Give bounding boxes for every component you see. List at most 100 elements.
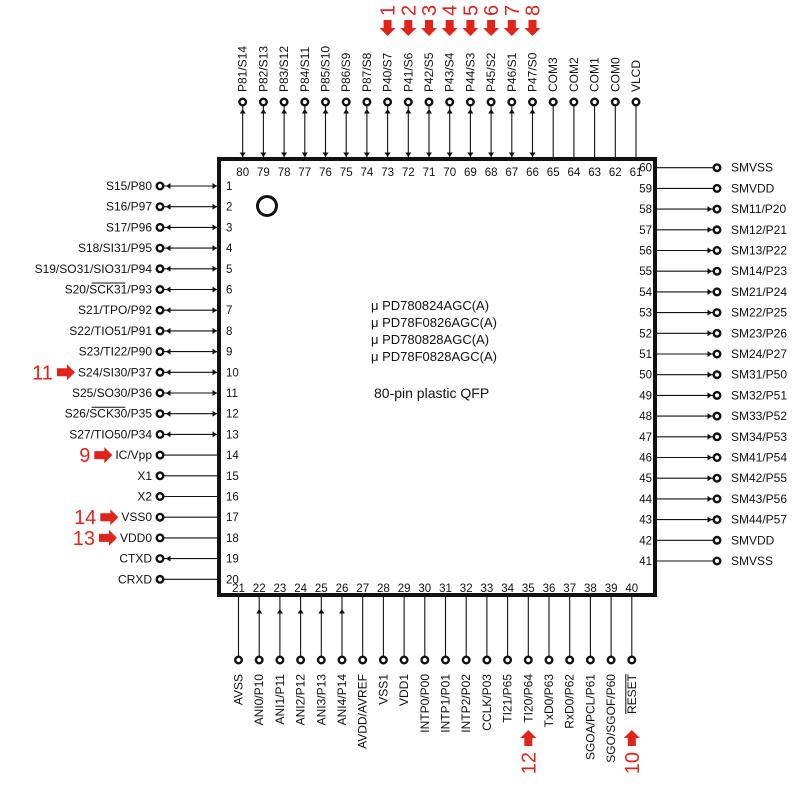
pin-name: P86/S9 — [339, 52, 353, 92]
arrow-in-icon — [446, 152, 453, 157]
pin-number: 9 — [226, 347, 232, 359]
pin-name: IC/Vpp — [115, 448, 152, 462]
arrow-out-icon — [301, 109, 308, 114]
arrow-in-icon — [384, 152, 391, 157]
pin-terminal — [296, 655, 306, 665]
pin-number: 50 — [639, 370, 652, 382]
part-number: μ PD78F0826AGC(A) — [371, 315, 497, 330]
arrow-out-icon — [707, 247, 712, 254]
pin-terminal — [590, 97, 600, 107]
pin-name: CCLK/P03 — [480, 674, 494, 731]
pin-name: SM43/P56 — [731, 492, 787, 506]
pin-name: TI21/P65 — [501, 674, 515, 723]
arrow-out-icon — [322, 109, 329, 114]
pin-terminal — [712, 266, 722, 276]
pin-terminal — [712, 411, 722, 421]
pin-name: CTXD — [119, 552, 152, 566]
callout-label: 11 — [32, 362, 53, 384]
pin-number: 56 — [639, 246, 652, 258]
arrow-out-icon — [426, 109, 432, 114]
arrow-out-icon — [281, 109, 288, 114]
pin-number: 20 — [226, 574, 239, 586]
pin-number: 14 — [226, 450, 239, 462]
pin-number: 63 — [588, 167, 601, 179]
arrow-out-icon — [707, 413, 712, 420]
arrow-in-icon — [405, 152, 412, 157]
pin-terminal — [275, 655, 285, 665]
pin-number: 53 — [639, 308, 652, 320]
callout-label: 9 — [79, 445, 90, 467]
pin-terminal — [712, 515, 722, 525]
pin-name: COM1 — [588, 57, 602, 92]
pin-name: P85/S10 — [319, 46, 333, 92]
pin-name: SM42/P55 — [731, 471, 787, 485]
pin-terminal — [712, 287, 722, 297]
part-number: μ PD780828AGC(A) — [371, 332, 490, 347]
arrow-in-icon — [239, 152, 246, 157]
arrow-in-icon — [166, 348, 171, 355]
pin-number: 31 — [439, 583, 452, 595]
pin-number: 59 — [639, 183, 652, 195]
pin-number: 62 — [609, 167, 622, 179]
pin-terminal — [544, 655, 554, 665]
pin-number: 22 — [253, 583, 266, 595]
pin-number: 80 — [236, 167, 249, 179]
pin-number: 52 — [639, 328, 652, 340]
pin-terminal — [712, 349, 722, 359]
arrow-in-icon — [488, 152, 495, 157]
pin-terminal — [155, 243, 165, 253]
pin-number: 23 — [274, 583, 287, 595]
pin-terminal — [403, 97, 413, 107]
pin-number: 73 — [381, 167, 394, 179]
pin-name: S17/P96 — [106, 220, 152, 234]
pin-terminal — [712, 370, 722, 380]
pin-name: INTP2/P02 — [459, 674, 473, 733]
arrow-out-icon — [707, 288, 712, 295]
pin-terminal — [337, 655, 347, 665]
pin-number: 36 — [543, 583, 556, 595]
pin-name: P41/S6 — [401, 52, 415, 92]
pin-terminal — [528, 97, 538, 107]
pin-terminal — [486, 97, 496, 107]
red-arrow-icon — [400, 20, 417, 36]
pin-number: 76 — [319, 167, 332, 179]
pin-name: SM11/P20 — [731, 202, 786, 216]
arrow-in-icon — [281, 152, 288, 157]
arrow-in-icon — [529, 152, 536, 157]
pin-name: ANI1/P11 — [273, 674, 287, 725]
pin-name: VLCD — [629, 60, 643, 92]
pin-terminal — [155, 367, 165, 377]
pin-terminal — [155, 492, 165, 502]
pin-number: 1 — [226, 181, 232, 193]
arrow-out-icon — [707, 206, 712, 213]
pin-terminal — [155, 429, 165, 439]
pin-name: SMVDD — [731, 181, 775, 195]
red-arrow-icon — [441, 20, 458, 36]
pin-name: S15/P80 — [106, 179, 152, 193]
pin-number: 54 — [639, 287, 652, 299]
pin-name: SMVDD — [731, 533, 775, 547]
callout-label: 8 — [523, 5, 545, 16]
pin-name: P82/S13 — [256, 46, 270, 92]
arrow-out-icon — [343, 109, 350, 114]
pin-name: P83/S12 — [277, 46, 291, 92]
pin-terminal — [712, 183, 722, 193]
red-arrow-icon — [421, 20, 437, 36]
pin-name: SM41/P54 — [731, 451, 787, 465]
pin-terminal — [420, 655, 430, 665]
pin-number: 27 — [356, 583, 369, 595]
pin-name: S26/SCK30/P35 — [65, 407, 153, 421]
pin-number: 3 — [226, 222, 232, 234]
pin-number: 8 — [226, 326, 232, 338]
pin-number: 79 — [257, 167, 270, 179]
pin-terminal — [254, 655, 264, 665]
pin-terminal — [155, 264, 165, 274]
pin-number: 47 — [639, 432, 652, 444]
pin-name: SGOA/PCL/P61 — [583, 674, 597, 760]
pin-name: AVSS — [232, 674, 246, 705]
red-arrow-icon — [379, 20, 396, 36]
pin-terminal — [233, 655, 243, 665]
arrow-in-icon — [301, 152, 308, 157]
pin-name: S18/SI31/P95 — [78, 241, 152, 255]
pin-number: 44 — [639, 494, 652, 506]
